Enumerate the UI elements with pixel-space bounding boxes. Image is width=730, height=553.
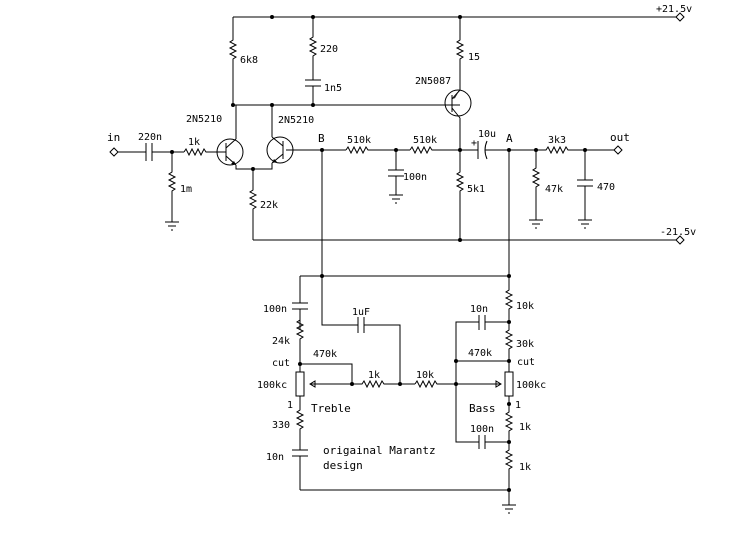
capacitor-470: 470 — [577, 150, 615, 229]
output-label: out — [610, 131, 630, 144]
resistor-30k: 30k — [504, 322, 534, 372]
input-label: in — [107, 131, 120, 144]
resistor-3k3: 3k3 — [540, 135, 614, 155]
capacitor-10n-right: 10n — [455, 304, 509, 384]
negative-supply-label: -21.5v — [660, 227, 696, 238]
output-terminal: out — [610, 131, 630, 155]
transistor-q1: 2N5210 — [186, 105, 253, 170]
svg-text:2N5210: 2N5210 — [186, 114, 222, 125]
svg-text:10n: 10n — [470, 304, 488, 315]
svg-text:330: 330 — [272, 420, 290, 431]
resistor-6k8: 6k8 — [228, 17, 258, 105]
svg-text:cut: cut — [517, 357, 535, 368]
resistor-5k1: 5k1 — [455, 150, 485, 240]
svg-text:24k: 24k — [272, 336, 290, 347]
capacitor-100n-treble: 100n — [263, 276, 308, 330]
input-resistor: 1k — [183, 137, 223, 157]
svg-text:1k: 1k — [368, 370, 380, 381]
svg-text:5k1: 5k1 — [467, 184, 485, 195]
svg-text:47k: 47k — [545, 184, 563, 195]
svg-text:2N5087: 2N5087 — [415, 76, 451, 87]
resistor-10k-mid: 10k — [414, 370, 502, 389]
svg-text:1: 1 — [515, 400, 521, 411]
transistor-q3: 15 2N5087 — [415, 17, 480, 150]
svg-text:3k3: 3k3 — [548, 135, 566, 146]
bass-label: Bass — [469, 402, 496, 415]
resistor-510k-2: 510k — [409, 135, 478, 155]
svg-text:10u: 10u — [478, 129, 496, 140]
svg-text:100kc: 100kc — [516, 380, 546, 391]
svg-text:1n5: 1n5 — [324, 83, 342, 94]
svg-text:1m: 1m — [180, 184, 192, 195]
bias-resistor: 1m — [167, 152, 192, 222]
resistor-1k-a: 1k — [504, 396, 531, 442]
resistor-470k-left: 470k — [300, 349, 353, 384]
svg-text:10k: 10k — [516, 301, 534, 312]
svg-text:22k: 22k — [260, 200, 278, 211]
svg-text:510k: 510k — [413, 135, 437, 146]
resistor-1k-mid: 1k — [352, 370, 415, 389]
capacitor-100n-mid: 100n — [388, 150, 427, 204]
resistor-330: 330 — [272, 396, 305, 450]
svg-text:470k: 470k — [313, 349, 337, 360]
node-a-label: A — [506, 132, 513, 145]
svg-text:30k: 30k — [516, 339, 534, 350]
svg-text:10n: 10n — [266, 452, 284, 463]
resistor-1k-b: 1k — [504, 442, 531, 505]
svg-text:cut: cut — [272, 358, 290, 369]
svg-text:100kc: 100kc — [257, 380, 287, 391]
ground-symbol-bottom — [502, 504, 516, 514]
svg-text:1k: 1k — [188, 137, 200, 148]
treble-label: Treble — [311, 402, 351, 415]
svg-text:220n: 220n — [138, 132, 162, 143]
svg-text:2N5210: 2N5210 — [278, 115, 314, 126]
svg-text:1k: 1k — [519, 422, 531, 433]
positive-rail: +21.5v — [233, 4, 692, 22]
resistor-10k-right: 10k — [504, 276, 534, 322]
svg-text:220: 220 — [320, 44, 338, 55]
resistor-24k: 24k — [272, 319, 305, 372]
svg-text:510k: 510k — [347, 135, 371, 146]
svg-text:1k: 1k — [519, 462, 531, 473]
design-note-line-1: origainal Marantz — [323, 444, 436, 457]
potentiometer-bass: 100kc — [504, 371, 546, 397]
svg-text:10k: 10k — [416, 370, 434, 381]
capacitor-10n-left: 10n — [266, 449, 308, 490]
design-note-line-2: design — [323, 459, 363, 472]
transistor-q2: 2N5210 — [253, 105, 322, 170]
potentiometer-treble: 100kc — [257, 371, 352, 397]
resistor-510k-1: 510k — [345, 135, 410, 155]
resistor-470k-right: 470k — [456, 348, 509, 362]
resistor-22k: 22k — [248, 169, 278, 240]
capacitor-100n-bass: 100n — [455, 384, 509, 449]
ground-symbol — [165, 221, 179, 231]
svg-text:15: 15 — [468, 52, 480, 63]
svg-text:100n: 100n — [470, 424, 494, 435]
svg-text:470: 470 — [597, 182, 615, 193]
node-b-label: B — [318, 132, 325, 145]
input-capacitor: 220n — [138, 132, 162, 161]
capacitor-1n5: 1n5 — [305, 79, 342, 105]
capacitor-10u: + 10u — [471, 129, 540, 160]
svg-text:100n: 100n — [403, 172, 427, 183]
svg-text:6k8: 6k8 — [240, 55, 258, 66]
capacitor-1uF: 1uF — [321, 276, 401, 384]
resistor-220: 220 — [308, 17, 338, 80]
resistor-47k: 47k — [529, 150, 563, 229]
svg-text:1uF: 1uF — [352, 307, 370, 318]
svg-text:470k: 470k — [468, 348, 492, 359]
svg-text:100n: 100n — [263, 304, 287, 315]
negative-rail: -21.5v — [253, 227, 696, 245]
positive-supply-label: +21.5v — [656, 4, 692, 15]
svg-text:+: + — [471, 138, 477, 149]
svg-text:1: 1 — [287, 400, 293, 411]
